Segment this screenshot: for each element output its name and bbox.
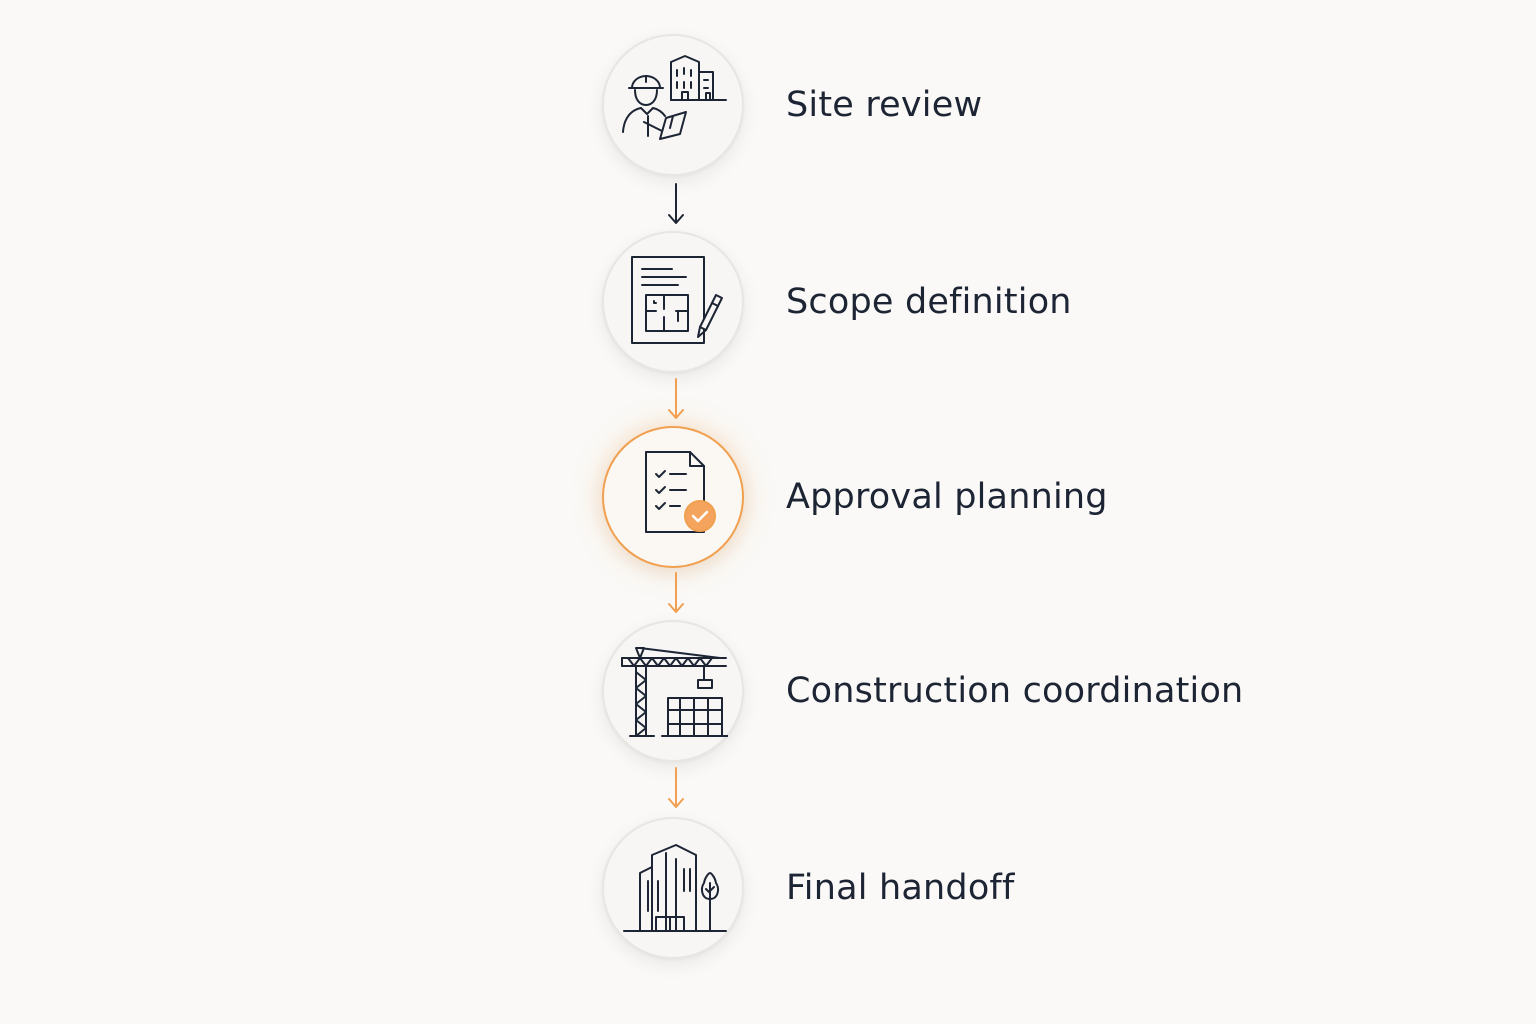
arrow-down-icon [668,767,684,808]
step-label: Final handoff [786,868,1015,908]
crane-scaffold-icon [618,636,728,746]
step-circle-active [602,426,744,568]
building-tree-icon [618,833,728,943]
step-final-handoff: Final handoff [602,815,1502,961]
step-circle [602,231,744,373]
step-circle [602,34,744,176]
inspector-buildings-icon [618,50,728,160]
step-scope-definition: Scope definition [602,229,1502,375]
step-label: Scope definition [786,282,1072,322]
blueprint-pencil-icon [618,247,728,357]
arrow-down-icon [668,183,684,224]
arrow-down-icon [668,572,684,613]
step-label: Approval planning [786,477,1108,517]
step-approval-planning: Approval planning [602,424,1502,570]
step-circle [602,817,744,959]
checklist-approved-icon [618,442,728,552]
step-circle [602,620,744,762]
step-site-review: Site review [602,32,1502,178]
arrow-down-icon [668,378,684,419]
step-label: Site review [786,85,983,125]
step-label: Construction coordination [786,671,1244,711]
step-construction-coordination: Construction coordination [602,618,1502,764]
